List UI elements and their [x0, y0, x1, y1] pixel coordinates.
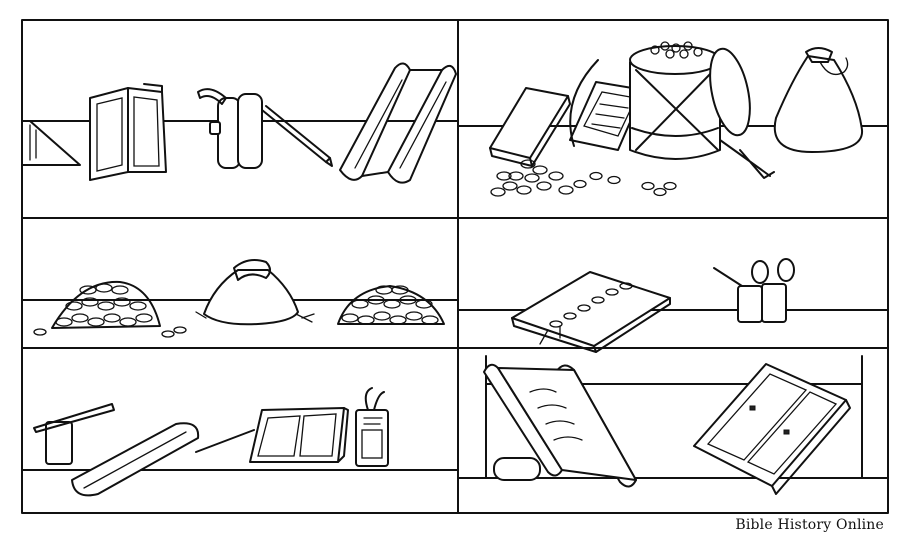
inkwell-icon: [33, 403, 115, 465]
scroll-icon: [339, 62, 457, 184]
book-icon: [489, 87, 571, 167]
ink-pots-icon: [713, 258, 795, 323]
panel-coin-heaps: [21, 259, 459, 338]
coin-heap-icon: [337, 285, 445, 325]
ink-case-icon: [355, 387, 389, 467]
reed-pen-icon: [261, 105, 333, 167]
coin-chest-icon: [569, 41, 775, 179]
wax-tablet-icon: [249, 407, 349, 463]
hinged-tablet-icon: [89, 83, 167, 181]
panel-writing-desk: [21, 62, 459, 184]
money-bag-icon: [773, 47, 864, 153]
panel-scribe-tools: [21, 387, 459, 497]
open-scroll-icon: [483, 363, 637, 488]
diptych-icon: [693, 363, 851, 495]
inkhorn-icon: [197, 88, 263, 169]
tablet-icon: [569, 81, 645, 151]
coins-icon: [490, 159, 677, 197]
panel-sealed-document: [457, 258, 889, 353]
watermark-text: Bible History Online: [735, 517, 884, 533]
money-bag-icon: [195, 259, 315, 326]
panel-scroll-shelf: [457, 355, 889, 495]
rolled-scroll-icon: [71, 422, 255, 497]
sealed-document-icon: [511, 271, 671, 353]
coin-heap-icon: [33, 280, 187, 338]
panel-treasury: [457, 41, 889, 197]
outer-frame: [21, 19, 889, 514]
